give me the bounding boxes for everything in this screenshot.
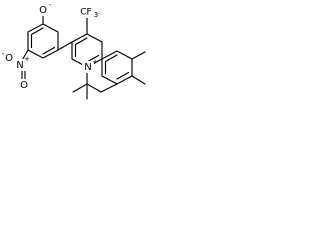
nitro-oxygen-bottom-label: O bbox=[20, 80, 28, 91]
trifluoromethyl-subscript: 3 bbox=[94, 11, 98, 19]
nitro-nitrogen-charge-label: + bbox=[24, 55, 30, 63]
nitro-oxygen-top-label-bg bbox=[3, 52, 15, 64]
nitro-oxygen-charge-label: - bbox=[2, 50, 5, 58]
phenoxide-ring bbox=[27, 23, 59, 59]
trifluoromethyl-label-bg bbox=[78, 6, 98, 18]
nitro-nitrogen-label: N bbox=[16, 60, 23, 71]
nitrogen-alkyl-substituent bbox=[72, 66, 118, 100]
phenoxide-charge-label: - bbox=[49, 1, 52, 9]
chemical-structure-diagram: O - CF 3 N + O - O N + bbox=[0, 0, 162, 151]
pyridinium-charge-label: + bbox=[92, 58, 98, 66]
dimethylbenzo-ring bbox=[101, 50, 133, 85]
nitro-nitrogen-label-bg bbox=[14, 59, 26, 71]
molecule-drawing: O - CF 3 N + O - O N + bbox=[2, 1, 146, 100]
nitro-oxygen-bottom-label-bg bbox=[18, 79, 30, 91]
pyridinium-nitrogen-label-bg bbox=[82, 61, 94, 73]
nitro-oxygen-top-label: O bbox=[5, 53, 13, 64]
phenoxide-oxygen-label: O bbox=[39, 5, 47, 16]
trifluoromethyl-label: CF bbox=[80, 8, 91, 18]
methyl-bonds bbox=[131, 51, 146, 85]
pyridinium-nitrogen-label: N bbox=[84, 62, 91, 73]
phenoxide-oxygen-label-bg bbox=[38, 4, 50, 16]
